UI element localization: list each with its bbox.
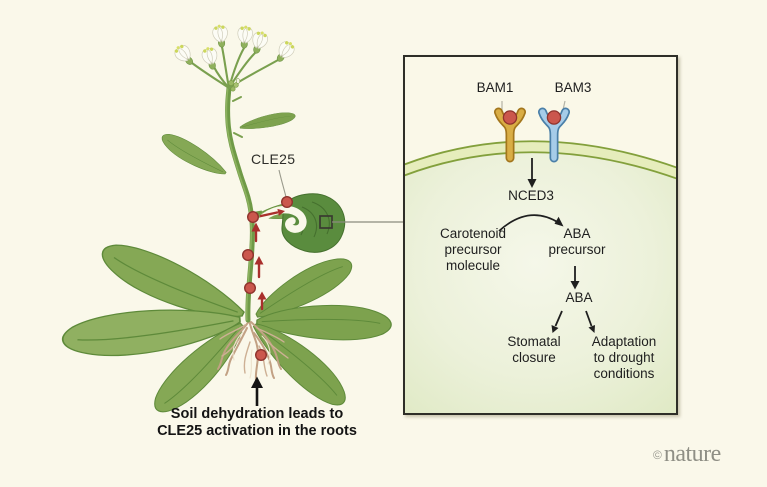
flower <box>199 44 221 72</box>
leaf-cross-section <box>250 193 346 253</box>
flower-cluster <box>171 23 298 92</box>
flower <box>211 23 230 49</box>
cle25-pointer-line <box>278 169 287 198</box>
soil-caption-line2: CLE25 activation in the roots <box>157 422 357 439</box>
stomatal-closure-label: Stomatal closure <box>507 334 560 366</box>
cell-interior <box>405 152 676 413</box>
outcome-arrow-right <box>585 310 593 327</box>
soil-arrow <box>251 376 263 406</box>
inset-box: BAM1 BAM3 NCED3 Carotenoid precursor mol… <box>403 55 678 415</box>
pathway-arrows <box>498 158 595 333</box>
cle25-signal-dots <box>241 195 294 362</box>
soil-caption-line1: Soil dehydration leads to <box>170 406 344 422</box>
carotenoid-line1: Carotenoid <box>439 226 507 241</box>
adaptation-line3: conditions <box>593 366 655 381</box>
bam3-receptor <box>538 107 570 163</box>
cle25-peptide-ball <box>502 110 518 125</box>
nced3-label: NCED3 <box>508 188 554 203</box>
carotenoid-line2: precursor <box>444 242 502 257</box>
flower-buds <box>228 78 241 92</box>
aba-precursor-label: ABA precursor <box>548 226 605 258</box>
cle25-label: CLE25 <box>251 151 296 167</box>
cell-diagram <box>405 100 676 413</box>
stem-leaf <box>238 109 297 133</box>
bam3-label: BAM3 <box>554 80 592 95</box>
stomatal-line1: Stomatal <box>507 334 561 349</box>
stomatal-line2: closure <box>512 350 556 365</box>
label-ticks <box>501 100 566 111</box>
plant-illustration <box>60 23 406 422</box>
aba-precursor-line2: precursor <box>548 242 606 257</box>
cell-membrane <box>405 140 676 180</box>
drought-adaptation-label: Adaptation to drought conditions <box>592 334 657 382</box>
aba-label: ABA <box>565 290 593 305</box>
roots <box>217 319 289 388</box>
stem-leaf <box>157 127 230 184</box>
outcome-arrow-left <box>554 310 563 327</box>
adaptation-line2: to drought <box>593 350 655 365</box>
nature-watermark: © nature <box>653 441 721 468</box>
adaptation-line1: Adaptation <box>591 334 657 349</box>
soil-caption: Soil dehydration leads to CLE25 activati… <box>157 406 357 439</box>
copyright-icon: © <box>653 447 662 462</box>
aba-precursor-line1: ABA <box>563 226 591 241</box>
bam1-receptor <box>494 107 526 163</box>
rosette-leaves <box>60 230 394 422</box>
cle25-peptide-ball <box>546 110 562 125</box>
stoma-opening <box>260 205 307 233</box>
bam1-label: BAM1 <box>476 80 514 95</box>
flower <box>236 24 254 50</box>
carotenoid-precursor-label: Carotenoid precursor molecule <box>440 226 506 274</box>
carotenoid-line3: molecule <box>445 258 501 273</box>
nature-brand: nature <box>663 441 721 467</box>
cle25-transport-arrows <box>251 208 285 311</box>
nced3-reaction-arrow <box>498 214 560 232</box>
